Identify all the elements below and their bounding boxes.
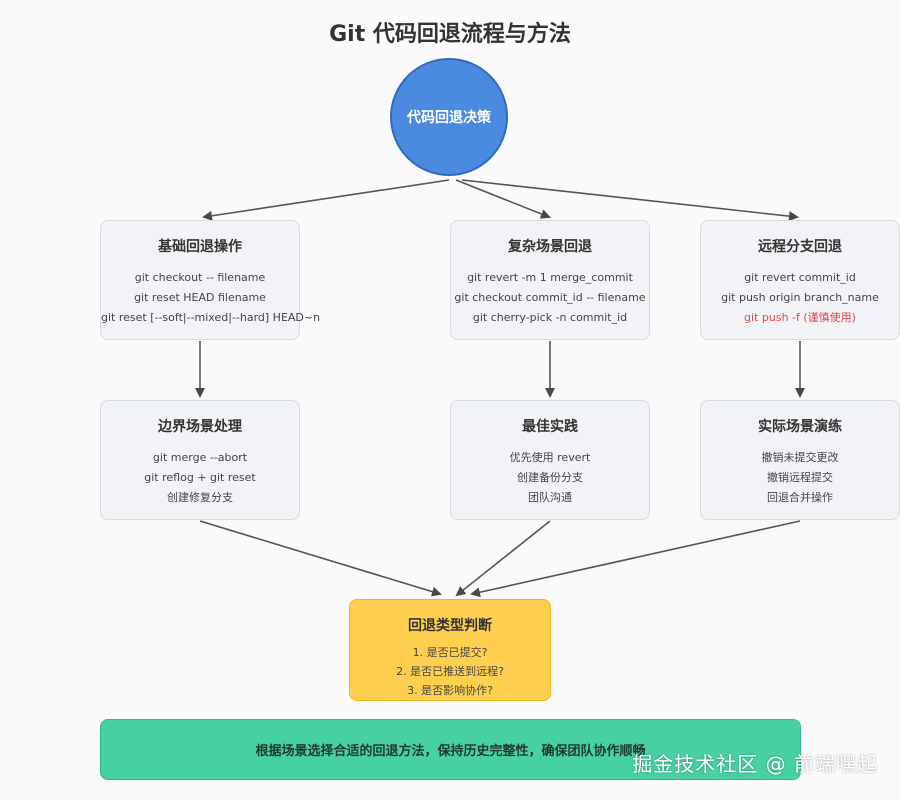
node-line: 撤销远程提交 <box>767 471 833 484</box>
node-line: 1. 是否已提交? <box>412 646 488 659</box>
arrow-edge-to-decision <box>199 520 442 597</box>
node-title: 边界场景处理 <box>158 419 242 435</box>
node-line: git merge --abort <box>152 451 248 464</box>
diagram-title: Git 代码回退流程与方法 <box>329 22 571 47</box>
arrow-root-to-remote <box>461 179 799 222</box>
node-remote-rollback: 远程分支回退 git revert commit_id git push ori… <box>700 220 900 340</box>
node-line: git reset HEAD filename <box>134 291 266 304</box>
root-node: 代码回退决策 <box>390 58 508 176</box>
node-line: 优先使用 revert <box>509 451 591 464</box>
node-practice-scenarios: 实际场景演练 撤销未提交更改 撤销远程提交 回退合并操作 <box>700 400 900 520</box>
node-line: git checkout commit_id -- filename <box>454 291 646 304</box>
watermark-text: 掘金技术社区 @ 前端嘿起 <box>632 752 878 776</box>
node-line: 创建备份分支 <box>517 471 583 484</box>
node-line: git reset [--soft|--mixed|--hard] HEAD~n <box>101 311 321 324</box>
arrow-root-to-complex <box>455 179 551 219</box>
node-basic-rollback: 基础回退操作 git checkout -- filename git rese… <box>100 220 321 340</box>
node-best-practices: 最佳实践 优先使用 revert 创建备份分支 团队沟通 <box>450 400 650 520</box>
node-line: git revert commit_id <box>744 271 856 284</box>
arrow-root-to-basic <box>202 179 450 221</box>
node-complex-rollback: 复杂场景回退 git revert -m 1 merge_commit git … <box>450 220 650 340</box>
node-line: 撤销未提交更改 <box>761 451 839 464</box>
node-line: 创建修复分支 <box>167 491 233 504</box>
node-title: 基础回退操作 <box>158 239 242 255</box>
node-line: git cherry-pick -n commit_id <box>472 311 628 324</box>
node-line: git push origin branch_name <box>721 291 879 304</box>
arrow-best-to-decision <box>455 520 551 597</box>
arrow-practice-to-decision <box>470 520 801 598</box>
node-title: 回退类型判断 <box>408 618 492 634</box>
node-line: 2. 是否已推送到远程? <box>396 665 504 678</box>
node-line: git reflog + git reset <box>144 471 256 484</box>
node-line: git checkout -- filename <box>134 271 266 284</box>
node-title: 实际场景演练 <box>758 419 842 435</box>
node-line: git revert -m 1 merge_commit <box>467 271 633 284</box>
node-line: 3. 是否影响协作? <box>407 684 493 697</box>
node-decision: 回退类型判断 1. 是否已提交? 2. 是否已推送到远程? 3. 是否影响协作? <box>349 599 551 701</box>
summary-banner: 根据场景选择合适的回退方法，保持历史完整性，确保团队协作顺畅 <box>100 719 801 780</box>
node-line-warning: git push -f (谨慎使用) <box>744 311 856 324</box>
node-title: 最佳实践 <box>522 419 578 435</box>
node-title: 复杂场景回退 <box>508 239 592 255</box>
node-title: 远程分支回退 <box>758 239 842 255</box>
node-line: 团队沟通 <box>528 491 572 504</box>
node-line: 回退合并操作 <box>767 491 833 504</box>
node-edge-cases: 边界场景处理 git merge --abort git reflog + gi… <box>100 400 300 520</box>
